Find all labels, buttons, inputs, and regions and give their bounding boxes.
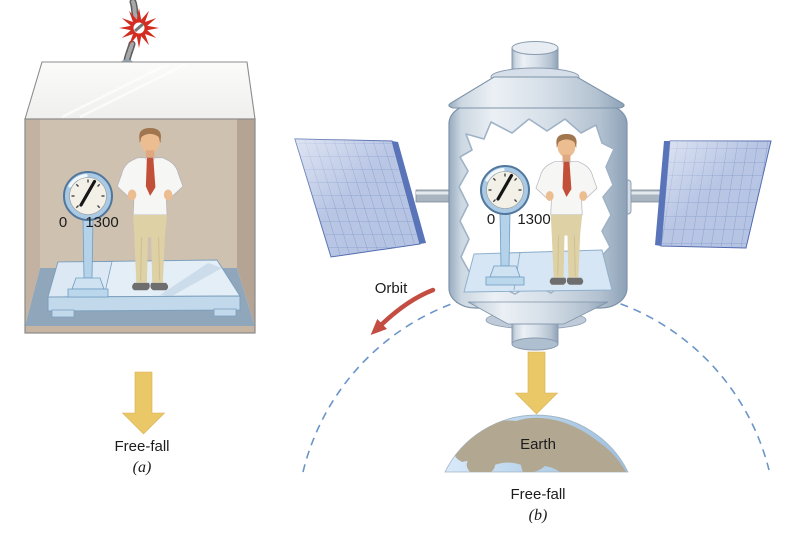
solar-panel-right <box>655 140 772 249</box>
freefall-arrow-a <box>122 371 165 435</box>
explosion-burst-icon <box>119 8 159 48</box>
caption-b: (b) <box>529 507 548 524</box>
satellite-bottom <box>467 301 609 351</box>
scale-zero-label-a: 0 <box>59 214 67 231</box>
panel-a-falling-box: 0 1300 Free-fall (a) <box>24 0 256 476</box>
scale-max-label-b: 1300 <box>517 211 550 228</box>
earth-label: Earth <box>520 436 556 453</box>
freefall-arrow-b <box>515 351 558 415</box>
freefall-label-a: Free-fall <box>114 438 169 455</box>
orbit-arrow <box>370 287 436 336</box>
caption-a: (a) <box>133 459 152 476</box>
freefall-label-b: Free-fall <box>510 486 565 503</box>
scale-max-label-a: 1300 <box>85 214 118 231</box>
scale-dial-b <box>479 164 531 216</box>
platform-scale-b: 0 1300 <box>479 164 551 286</box>
scale-dial-a <box>62 170 114 222</box>
satellite-deck <box>463 249 613 293</box>
satellite-body: 0 1300 <box>448 41 628 351</box>
panel-b-satellite: 0 1300 Orbit <box>294 41 772 524</box>
orbit-label: Orbit <box>375 280 408 297</box>
satellite-dome <box>448 41 625 109</box>
scale-zero-label-b: 0 <box>487 211 495 228</box>
earth: Earth <box>444 414 629 473</box>
orbit-path <box>302 287 770 473</box>
solar-panel-left <box>294 138 426 258</box>
